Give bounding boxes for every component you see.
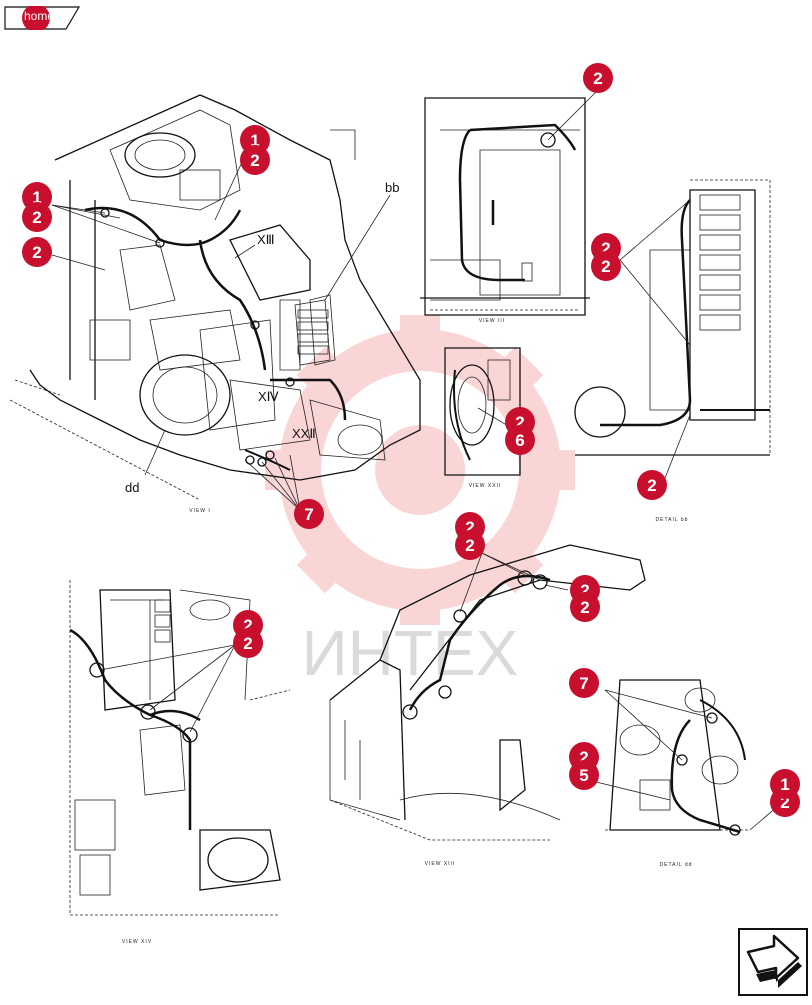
callout-7-detail-dd[interactable]: 7 [569,668,599,698]
label-bb: bb [385,180,399,195]
svg-text:2: 2 [243,634,252,653]
label-xiii: XⅢ [257,232,275,247]
home-button[interactable]: home [4,4,81,32]
svg-text:2: 2 [601,257,610,276]
view-i-drawing: bb dd XⅢ XⅣ XXⅡ [9,94,421,511]
callout-5-detail-dd[interactable]: 5 [569,760,599,790]
watermark-gear [265,315,575,625]
caption-view-xiv: VIEW XIV [122,939,152,945]
caption-view-xxii: VIEW XXII [469,483,502,489]
callout-2-view-xiv-b[interactable]: 2 [233,628,263,658]
next-page-button[interactable] [738,928,808,996]
svg-text:6: 6 [515,431,524,450]
detail-dd-drawing [587,679,786,836]
svg-text:2: 2 [32,208,41,227]
callout-7-view-i[interactable]: 7 [294,499,324,529]
svg-text:2: 2 [32,243,41,262]
svg-text:2: 2 [515,413,524,432]
svg-text:2: 2 [580,598,589,617]
svg-text:1: 1 [250,131,259,150]
svg-text:2: 2 [250,151,259,170]
label-dd: dd [125,480,139,495]
svg-text:2: 2 [243,616,252,635]
svg-text:2: 2 [465,536,474,555]
view-xiii-drawing [329,544,646,841]
view-xxii-drawing [444,347,521,476]
next-page-icon [738,928,808,996]
callout-2-view-xiii-top-b[interactable]: 2 [455,530,485,560]
svg-text:2: 2 [647,476,656,495]
caption-view-i: VIEW I [189,508,211,514]
caption-view-iii: VIEW III [479,318,505,324]
svg-text:2: 2 [465,518,474,537]
watermark-text: ИНТЕХ [302,617,519,689]
home-label: home [23,9,55,23]
svg-text:2: 2 [580,581,589,600]
home-tab-icon [4,4,81,32]
callout-2-detail-bb-b[interactable]: 2 [591,251,621,281]
callout-2-view-iii[interactable]: 2 [583,63,613,93]
callout-2-view-i-top[interactable]: 2 [240,145,270,175]
svg-text:7: 7 [579,674,588,693]
view-iii-drawing [420,89,599,316]
svg-text:1: 1 [32,188,41,207]
callout-1-detail-dd-right[interactable]: 1 [770,769,800,799]
svg-text:2: 2 [780,793,789,812]
view-xiv-drawing [69,580,291,916]
callout-6-view-xxii[interactable]: 6 [505,425,535,455]
label-xxii: XXⅡ [292,426,316,441]
svg-text:7: 7 [304,505,313,524]
caption-detail-bb: DETAIL bb [656,517,689,523]
callout-2-detail-bb-bottom[interactable]: 2 [637,470,667,500]
svg-text:5: 5 [579,766,588,785]
caption-detail-dd: DETAIL dd [660,862,693,868]
callout-2-view-i-lower[interactable]: 2 [22,237,52,267]
callout-2-view-xiii-right-b[interactable]: 2 [570,592,600,622]
svg-text:1: 1 [780,775,789,794]
caption-view-xiii: VIEW XIII [425,861,456,867]
label-xiv: XⅣ [258,389,279,404]
svg-text:2: 2 [579,748,588,767]
svg-text:2: 2 [601,239,610,258]
detail-bb-drawing [574,179,771,479]
svg-text:2: 2 [593,69,602,88]
callout-2-view-i-left[interactable]: 2 [22,202,52,232]
